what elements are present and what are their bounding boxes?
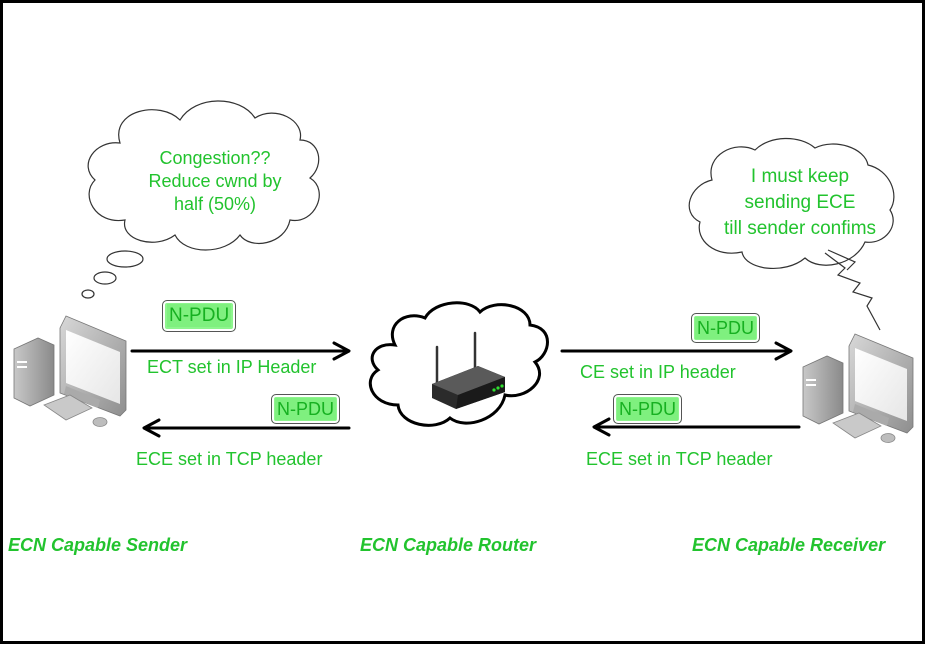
speech-tail-zigzag — [824, 252, 881, 331]
receiver-computer-icon — [802, 333, 914, 443]
router-cloud — [368, 301, 549, 427]
sender-thought-line: Reduce cwnd by — [148, 171, 282, 191]
arrow-receiver-to-router — [592, 417, 801, 437]
router-role-label: ECN Capable Router — [360, 535, 537, 555]
receiver-thought-line: till sender confims — [723, 218, 877, 239]
arrow-router-to-sender — [142, 418, 351, 438]
flow-label-ece-sender: ECE set in TCP header — [136, 449, 323, 469]
sender-computer-icon — [13, 315, 127, 427]
thought-bubble-dot — [81, 289, 95, 299]
packet-sender-to-router: N-PDU — [162, 300, 237, 332]
receiver-thought-line: sending ECE — [744, 192, 856, 213]
packet-label: N-PDU — [617, 398, 678, 420]
receiver-thought-text: I must keep sending ECE till sender conf… — [700, 164, 900, 242]
sender-thought-line: Congestion?? — [159, 148, 271, 168]
packet-router-to-receiver: N-PDU — [691, 313, 760, 343]
sender-thought-text: Congestion?? Reduce cwnd by half (50%) — [115, 147, 315, 216]
packet-label: N-PDU — [695, 317, 756, 339]
sender-thought-cloud — [81, 100, 320, 299]
receiver-thought-cloud — [688, 137, 895, 331]
packet-label: N-PDU — [275, 398, 336, 420]
flow-label-ece-receiver: ECE set in TCP header — [586, 449, 773, 469]
arrow-router-to-receiver — [560, 341, 793, 361]
arrow-sender-to-router — [130, 341, 351, 361]
packet-receiver-to-router: N-PDU — [613, 394, 682, 424]
thought-bubble-dot — [106, 250, 144, 268]
flow-label-ect: ECT set in IP Header — [147, 357, 317, 377]
packet-label: N-PDU — [167, 304, 232, 327]
sender-thought-line: half (50%) — [173, 194, 257, 214]
thought-bubble-dot — [93, 271, 117, 285]
receiver-thought-line: I must keep — [750, 166, 850, 187]
packet-router-to-sender: N-PDU — [271, 394, 340, 424]
wireless-router-icon — [432, 331, 505, 409]
flow-label-ce: CE set in IP header — [580, 362, 736, 382]
receiver-role-label: ECN Capable Receiver — [692, 535, 886, 555]
sender-role-label: ECN Capable Sender — [8, 535, 188, 555]
